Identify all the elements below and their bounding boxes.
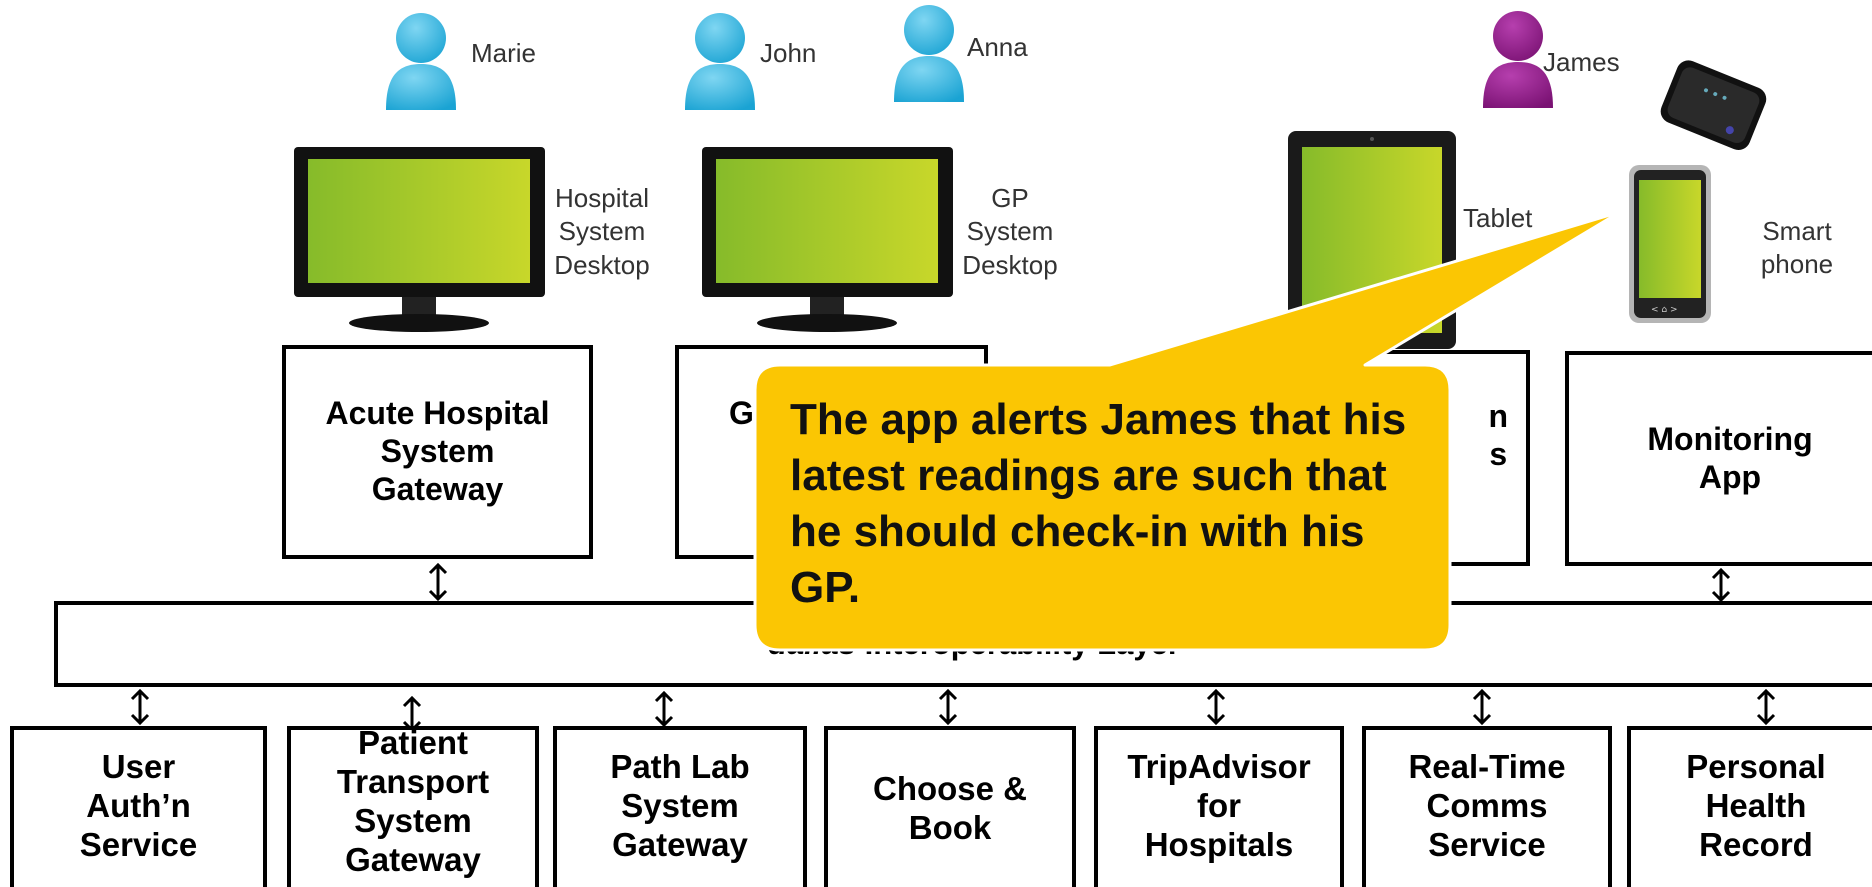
monitoring-app-label: Monitoring App (1647, 420, 1813, 495)
acute-hospital-gateway-box: Acute Hospital System Gateway (282, 345, 593, 559)
tablet-app-label: n s (1488, 398, 1508, 472)
double-arrow-icon (1472, 688, 1492, 726)
real-time-comms-box: Real-Time Comms Service (1362, 726, 1612, 887)
path-lab-gateway-box: Path Lab System Gateway (553, 726, 807, 887)
user-auth-service-box: User Auth’n Service (10, 726, 267, 887)
double-arrow-icon (130, 688, 150, 726)
person-icon (386, 13, 456, 110)
person-name-anna: Anna (967, 32, 1028, 62)
patient-transport-gateway-box: Patient Transport System Gateway (287, 724, 539, 887)
double-arrow-icon (938, 688, 958, 726)
callout-text: The app alerts James that his latest rea… (790, 395, 1407, 612)
user-auth-service-label: User Auth’n Service (79, 748, 198, 863)
person-name-john: John (760, 38, 817, 68)
svg-text:< ⌂ >: < ⌂ > (1651, 305, 1678, 315)
person-name-james: James (1543, 47, 1620, 77)
choose-and-book-label: Choose & Book (872, 770, 1027, 846)
smartphone-icon: < ⌂ > (1629, 165, 1711, 323)
path-lab-gateway-label: Path Lab System Gateway (610, 748, 750, 863)
personal-health-record-label: Personal Health Record (1686, 748, 1826, 863)
hospital-desktop-monitor-icon (294, 147, 545, 332)
hospital-desktop-label: Hospital System Desktop (554, 183, 650, 280)
real-time-comms-label: Real-Time Comms Service (1408, 748, 1566, 863)
person-icon (894, 5, 964, 102)
tripadvisor-hospitals-box: TripAdvisor for Hospitals (1094, 726, 1344, 887)
acute-hospital-gateway-label: Acute Hospital System Gateway (325, 395, 550, 507)
double-arrow-icon (428, 562, 448, 602)
person-icon (685, 13, 755, 110)
choose-and-book-box: Choose & Book (824, 726, 1076, 887)
mobile-hotspot-icon (1660, 60, 1767, 150)
patient-transport-gateway-label: Patient Transport System Gateway (336, 724, 490, 878)
person-icon (1483, 11, 1553, 108)
gp-desktop-monitor-icon (702, 147, 953, 332)
double-arrow-icon (654, 690, 674, 728)
gp-system-gateway-label: G (729, 395, 754, 431)
person-name-marie: Marie (471, 38, 537, 68)
double-arrow-icon (1206, 688, 1226, 726)
smartphone-label: Smart phone (1760, 216, 1834, 280)
double-arrow-icon (1756, 688, 1776, 726)
personal-health-record-box: Personal Health Record (1627, 726, 1872, 887)
double-arrow-icon (1711, 567, 1731, 603)
gp-desktop-label: GP System Desktop (962, 183, 1058, 280)
tripadvisor-hospitals-label: TripAdvisor for Hospitals (1127, 748, 1311, 863)
tablet-label: Tablet (1463, 203, 1533, 233)
monitoring-app-box: Monitoring App (1565, 351, 1872, 566)
